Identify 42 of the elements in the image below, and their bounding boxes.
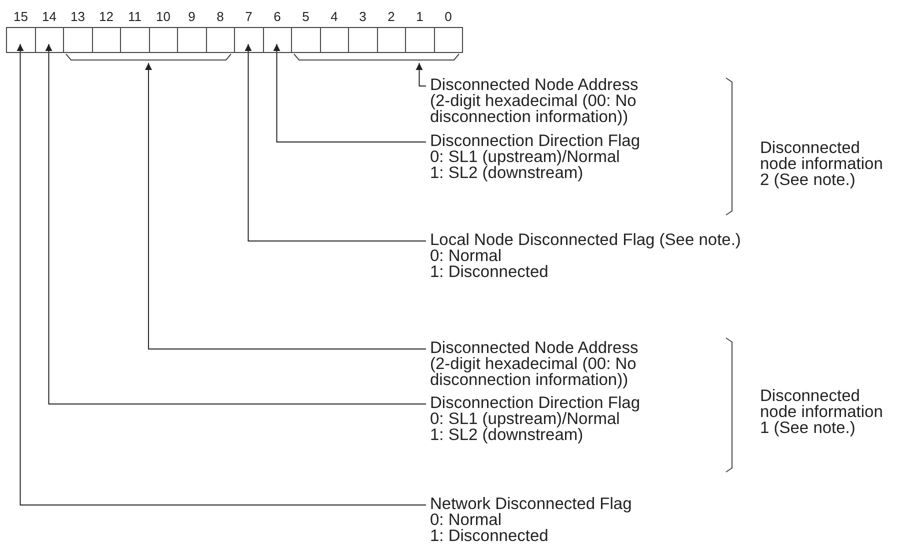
leader-line [416,62,426,86]
bit-number: 11 [127,10,142,24]
bit-number: 10 [155,10,172,24]
bit-number: 12 [98,10,114,24]
bit-number: 13 [70,10,86,24]
leader-line [145,62,426,350]
bit-number: 4 [330,10,339,24]
leader-line [244,44,426,242]
bit-number: 6 [272,10,282,24]
field-description: (2-digit hexadecimal (00: No disconnection information)) [430,93,638,125]
group-label: Disconnected node information 1 (See note.) [760,388,884,436]
field-description: 0: SL1 (upstream)/Normal [430,149,620,165]
field-heading: Disconnection Direction Flag [430,395,642,411]
field-description: 1: Disconnected [430,264,550,280]
bit-number: 7 [244,10,254,24]
field-description: 1: SL2 (downstream) [430,427,584,443]
bit-number: 14 [41,10,58,24]
bit-number: 0 [444,10,453,24]
bit-number: 1 [415,10,424,24]
bit-number: 15 [12,10,29,24]
field-description: 0: Normal [430,248,503,264]
bit-number: 3 [358,10,368,24]
bit-range-bracket [66,54,232,60]
bit-number: 8 [216,10,225,24]
group-label: Disconnected node information 2 (See note.) [760,140,884,188]
field-heading: Disconnection Direction Flag [430,133,642,149]
field-description: 1: Disconnected [430,528,550,544]
leader-line [273,44,426,142]
bit-number: 9 [187,10,196,24]
leader-line [45,44,426,404]
field-heading: Disconnected Node Address [430,77,640,93]
field-description: 0: SL1 (upstream)/Normal [430,411,620,427]
leader-line [16,44,426,506]
field-heading: Disconnected Node Address [430,340,640,356]
bit-number: 2 [386,10,396,24]
field-heading: Network Disconnected Flag [430,496,633,512]
bit-number: 5 [301,10,310,24]
field-heading: Local Node Disconnected Flag (See note.) [430,232,742,248]
field-description: 1: SL2 (downstream) [430,165,584,181]
field-description: (2-digit hexadecimal (00: No disconnection information)) [430,356,638,388]
field-description: 0: Normal [430,512,503,528]
bit-range-bracket [294,54,460,60]
